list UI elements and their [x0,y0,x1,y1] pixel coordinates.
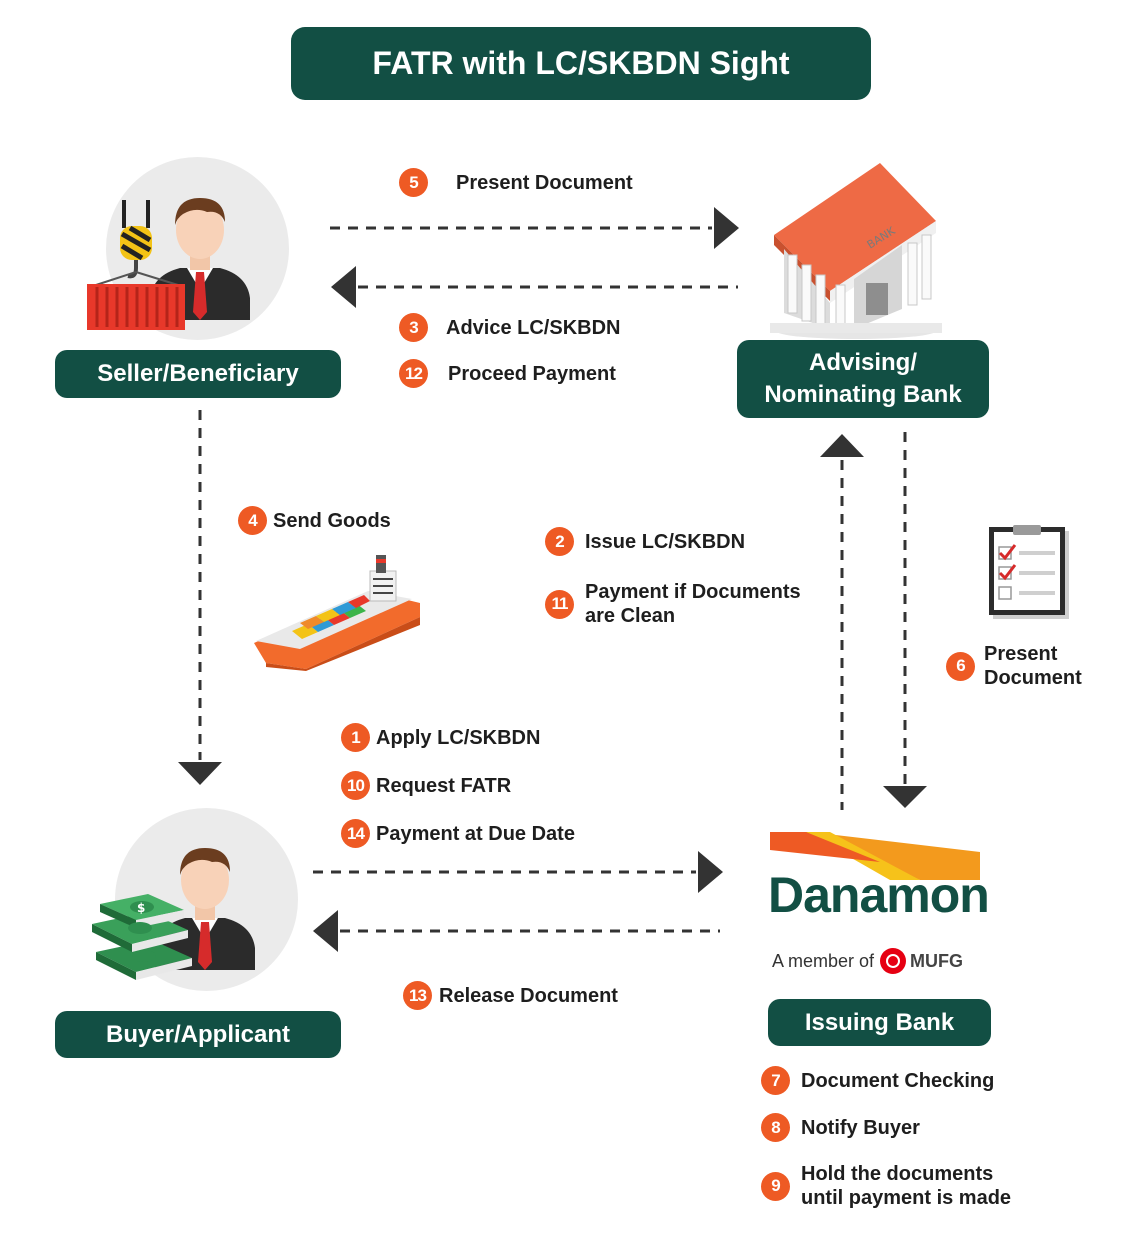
seller-beneficiary-label: Seller/Beneficiary [55,350,341,398]
step-10-request-fatr: 10 Request FATR [341,771,511,800]
step-12-badge: 12 [399,359,428,388]
step-3-label: Advice LC/SKBDN [446,316,621,339]
step-3-badge: 3 [399,313,428,342]
document-checklist-icon [989,525,1069,619]
step-2-label: Issue LC/SKBDN [585,530,746,553]
issuing-bank-label: Issuing Bank [768,999,991,1046]
advising-nominating-bank-label: Advising/ Nominating Bank [737,340,989,418]
step-6-present-document: 6 Present Document [946,642,1082,690]
step-9-hold-documents: 9 Hold the documents until payment is ma… [761,1162,1011,1210]
step-1-label: Apply LC/SKBDN [376,726,541,749]
step-9-label-line1: Hold the documents [801,1163,994,1185]
member-of-mufg: A member of MUFG [772,948,963,974]
step-9-badge: 9 [761,1171,790,1201]
svg-text:$: $ [137,901,145,915]
step-14-payment-due-date: 14 Payment at Due Date [341,819,575,848]
step-14-badge: 14 [341,819,370,848]
step-5-label: Present Document [456,171,633,194]
step-7-document-checking: 7 Document Checking [761,1066,994,1095]
container-crane-icon [87,200,185,330]
step-11-payment-if-clean: 11 Payment if Documents are Clean [545,580,801,628]
member-of-text: A member of [772,950,875,971]
mufg-text: MUFG [910,950,964,971]
step-7-badge: 7 [761,1066,790,1095]
step-11-label-line1: Payment if Documents [585,581,801,603]
step-5-badge: 5 [399,168,428,197]
page-title: FATR with LC/SKBDN Sight [291,27,871,100]
step-12-proceed-payment: 12 Proceed Payment [399,359,616,388]
step-8-notify-buyer: 8 Notify Buyer [761,1113,920,1142]
advising-label-line2: Nominating Bank [764,381,962,408]
step-7-label: Document Checking [801,1069,995,1092]
step-14-label: Payment at Due Date [376,822,575,845]
money-stack-icon: $ [92,894,192,980]
step-10-badge: 10 [341,771,370,800]
step-8-badge: 8 [761,1113,790,1142]
step-11-label-line2: are Clean [585,605,676,627]
step-8-label: Notify Buyer [801,1116,920,1139]
danamon-brand-name: Danamon [768,867,990,923]
danamon-logo-icon [770,832,980,880]
step-2-badge: 2 [545,527,574,556]
step-13-label: Release Document [439,984,618,1007]
step-12-label: Proceed Payment [448,362,616,385]
step-5-present-document: 5 Present Document [399,168,633,197]
step-6-label-line1: Present [984,643,1058,665]
advising-label-line1: Advising/ [808,349,917,376]
step-6-label-line2: Document [984,667,1082,689]
step-13-badge: 13 [403,981,432,1010]
step-10-label: Request FATR [376,774,512,797]
step-9-label-line2: until payment is made [801,1187,1012,1209]
step-13-release-document: 13 Release Document [403,981,618,1010]
step-4-badge: 4 [238,506,267,535]
step-3-advice-lc: 3 Advice LC/SKBDN [399,313,620,342]
step-4-label: Send Goods [273,509,391,532]
cargo-ship-icon [254,555,420,671]
step-4-send-goods: 4 Send Goods [238,506,391,535]
step-1-apply-lc: 1 Apply LC/SKBDN [341,723,540,752]
step-1-badge: 1 [341,723,370,752]
step-11-badge: 11 [545,589,574,619]
bank-building-icon: BANK [770,163,942,339]
step-2-issue-lc: 2 Issue LC/SKBDN [545,527,745,556]
buyer-applicant-label: Buyer/Applicant [55,1011,341,1058]
step-6-badge: 6 [946,651,975,681]
mufg-logo-icon [880,948,907,974]
